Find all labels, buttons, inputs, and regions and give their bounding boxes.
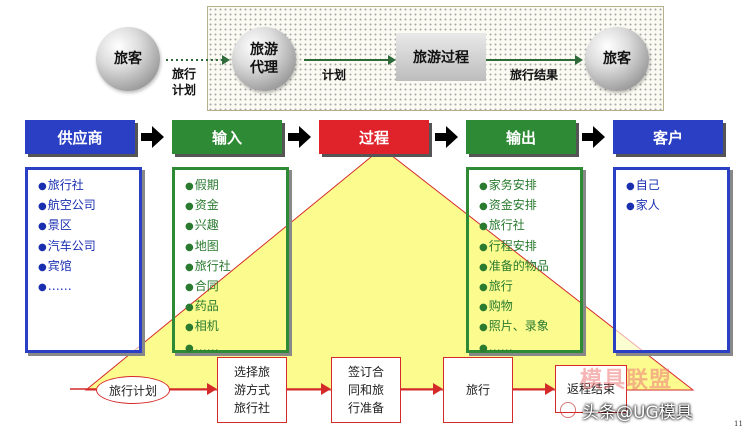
list-item: ●…… — [479, 339, 513, 354]
dotted-connector-head — [222, 55, 230, 65]
list-item: ●假期 — [185, 178, 219, 192]
step-sign-contract-label: 签订合 同和旅 行准备 — [347, 365, 384, 415]
step-choose-mode: 选择旅 游方式 旅行社 — [217, 357, 287, 423]
header-supplier-label: 供应商 — [57, 128, 103, 147]
arrow-stem-3 — [435, 133, 447, 141]
list-item: ●家务安排 — [479, 178, 537, 192]
step-travel-label: 旅行 — [465, 383, 490, 397]
arrow-stem-1 — [141, 133, 153, 141]
arrow-stem-2 — [288, 133, 300, 141]
travel-plan-label-line1: 旅行 — [171, 67, 196, 81]
travel-agent-label: 旅游 代理 — [250, 42, 278, 76]
header-customer-label: 客户 — [652, 128, 683, 147]
customer-list: ●自己 ●家人 — [613, 167, 730, 353]
bottom-arrow-1 — [207, 383, 217, 395]
list-item: ●旅行 — [479, 279, 513, 294]
bottom-arrow-2 — [321, 383, 331, 395]
list-item: ●旅行社 — [185, 258, 231, 273]
header-process: 过程 — [319, 120, 429, 154]
arrow-stem-4 — [582, 133, 594, 141]
travel-agent-node: 旅游 代理 — [232, 27, 296, 91]
list-item: ●照片、录象 — [479, 319, 549, 334]
list-item: ●航空公司 — [38, 198, 96, 213]
list-item: ●汽车公司 — [38, 238, 96, 253]
input-list: ●假期 ●资金 ●兴趣 ●地图 ●旅行社 ●合同 ●药品 ●相机 ●…… — [172, 167, 289, 354]
top-flow-connectors — [166, 55, 583, 65]
list-item: ●旅行社 — [38, 178, 84, 192]
list-item: ●家人 — [626, 198, 660, 213]
bottom-arrow-4 — [545, 383, 555, 395]
header-customer: 客户 — [613, 120, 723, 154]
step-travel: 旅行 — [443, 357, 513, 423]
list-item: ●自己 — [626, 178, 660, 192]
result-connector-head — [575, 55, 583, 65]
list-item: ●合同 — [185, 279, 219, 294]
page-mark: 11 — [734, 420, 743, 428]
plan-label: 计划 — [322, 68, 347, 82]
watermark-logo-icon — [560, 402, 576, 418]
traveler-left-node: 旅客 — [96, 27, 160, 91]
header-input: 输入 — [172, 120, 282, 154]
list-item: ●行程安排 — [479, 238, 537, 253]
traveler-right-label: 旅客 — [603, 51, 631, 67]
header-supplier: 供应商 — [25, 120, 135, 154]
header-process-label: 过程 — [358, 128, 389, 147]
step-choose-mode-label: 选择旅 游方式 旅行社 — [233, 365, 270, 415]
travel-process-box: 旅游过程 — [396, 33, 486, 81]
watermark-logo: 模具联盟 — [580, 367, 673, 393]
list-item: ●药品 — [185, 299, 219, 314]
list-item: ●兴趣 — [185, 218, 219, 233]
output-list: ●家务安排 ●资金安排 ●旅行社 ●行程安排 ●准备的物品 ●旅行 ●购物 ●照… — [466, 167, 583, 354]
travel-plan-oval-label: 旅行计划 — [108, 383, 157, 398]
list-item: ●地图 — [185, 238, 219, 253]
travel-process-label: 旅游过程 — [413, 50, 469, 66]
list-item: ●资金安排 — [479, 198, 537, 213]
list-item: ●景区 — [38, 218, 72, 233]
travel-result-label: 旅行结果 — [510, 68, 559, 82]
header-output-label: 输出 — [505, 128, 536, 147]
list-item: ●…… — [38, 279, 72, 294]
bottom-arrow-3 — [433, 383, 443, 395]
list-item: ●旅行社 — [479, 218, 525, 233]
plan-connector-head — [388, 55, 396, 65]
step-return-end-label: 返程结束 — [566, 382, 615, 396]
list-item: ●购物 — [479, 299, 513, 314]
arrow-1 — [152, 126, 164, 148]
watermark-credit: 头条@UG模具 — [582, 403, 693, 423]
list-item: ●相机 — [185, 319, 219, 334]
travel-plan-label: 旅行 计划 — [167, 66, 201, 98]
header-input-label: 输入 — [211, 128, 242, 147]
list-item: ●准备的物品 — [479, 258, 549, 273]
header-output: 输出 — [466, 120, 576, 154]
travel-plan-label-line2: 计划 — [171, 83, 196, 97]
arrow-2 — [299, 126, 311, 148]
supplier-list: ●旅行社 ●航空公司 ●景区 ●汽车公司 ●宾馆 ●…… — [25, 167, 142, 353]
traveler-right-node: 旅客 — [585, 27, 649, 91]
arrow-4 — [593, 126, 605, 148]
list-item: ●宾馆 — [38, 258, 72, 273]
step-sign-contract: 签订合 同和旅 行准备 — [331, 357, 401, 423]
list-item: ●…… — [185, 339, 219, 354]
arrow-3 — [446, 126, 458, 148]
list-item: ●资金 — [185, 198, 219, 213]
traveler-left-label: 旅客 — [114, 51, 142, 67]
travel-plan-oval: 旅行计划 — [96, 376, 170, 404]
